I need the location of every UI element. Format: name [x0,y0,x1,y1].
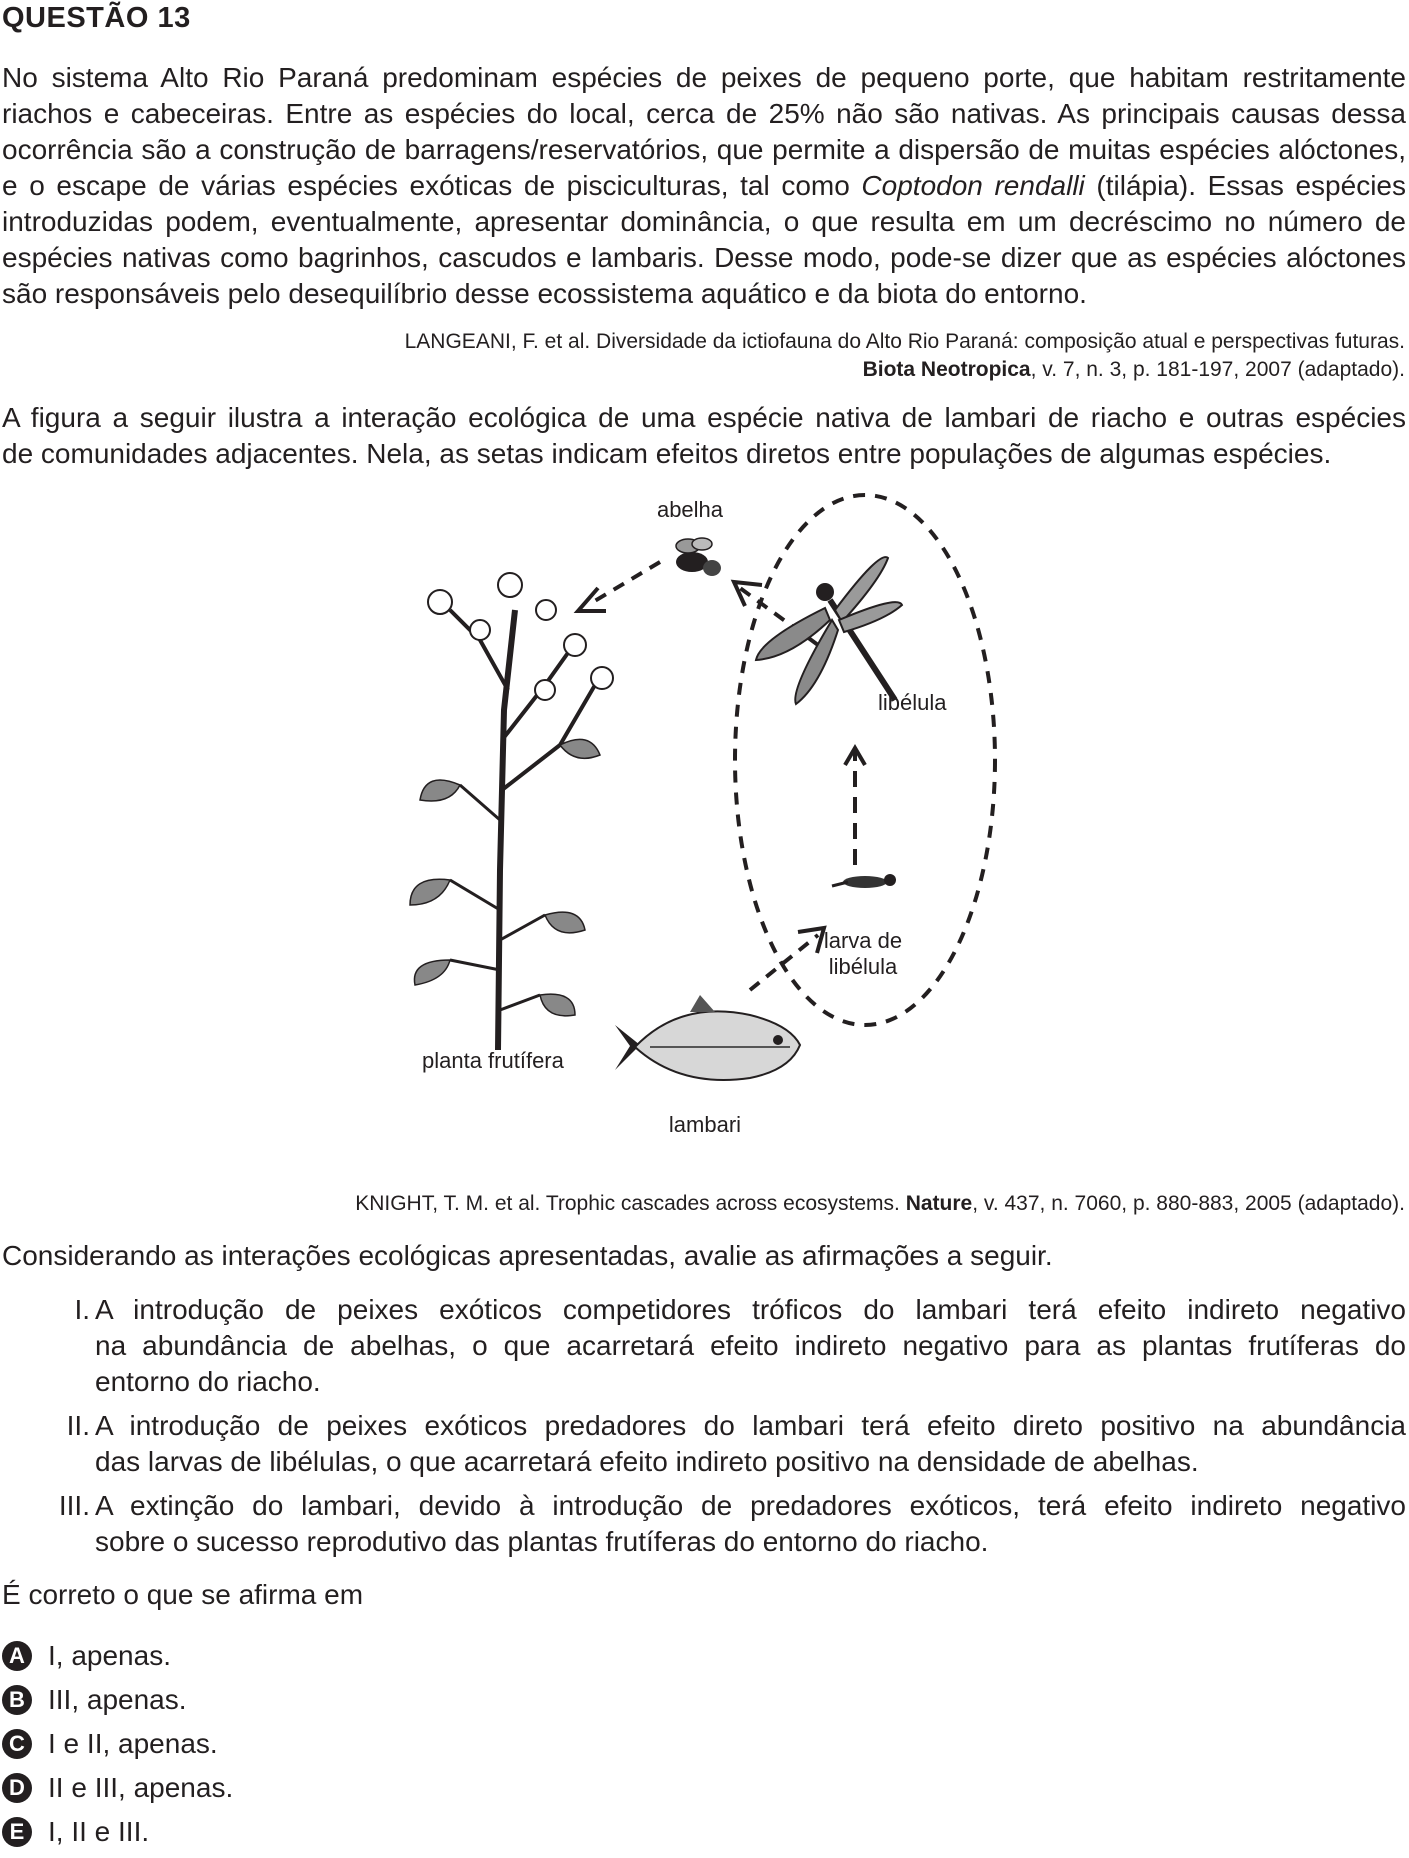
dragonfly-icon [754,556,904,706]
option-letter-badge: C [2,1729,32,1759]
bee-label: abelha [657,497,724,522]
statement-II: II. A introdução de peixes exóticos pred… [40,1408,1406,1482]
statement-text: A introdução de peixes exóticos predador… [95,1408,1406,1480]
arrow-bee-to-plant [573,560,662,613]
statement-line: na abundância de abelhas, o que acarreta… [95,1330,1406,1361]
dragonfly-lifecycle-ellipse [733,493,997,1027]
journal-name: Nature [905,1192,973,1215]
journal-name: Biota Neotropica [862,358,1031,381]
statement-number: II. [66,1410,90,1441]
plant-label: planta frutífera [422,1048,565,1073]
option-letter-badge: A [2,1641,32,1671]
reference-knight: KNIGHT, T. M. et al. Trophic cascades ac… [355,1190,1405,1218]
paragraph-line: são responsáveis pelo desequilíbrio dess… [2,278,1087,309]
option-text: I e II, apenas. [48,1728,218,1759]
statement-text: A introdução de peixes exóticos competid… [95,1292,1406,1400]
statement-line: das larvas de libélulas, o que acarretar… [95,1446,1199,1477]
option-letter-badge: E [2,1817,32,1847]
larva-label-line2: libélula [829,954,898,979]
option-D[interactable]: D II e III, apenas. [2,1770,233,1806]
reference-line: Biota Neotropica, v. 7, n. 3, p. 181-197… [405,356,1405,384]
statement-III: III. A extinção do lambari, devido à int… [40,1488,1406,1562]
reference-rest: , v. 7, n. 3, p. 181-197, 2007 (adaptado… [1030,358,1405,381]
paragraph-line: riachos e cabeceiras. Entre as espécies … [2,98,1406,129]
reference-line: LANGEANI, F. et al. Diversidade da ictio… [404,330,1405,353]
figure-intro-paragraph: A figura a seguir ilustra a interação ec… [2,400,1406,472]
paragraph-line: e o escape de várias espécies exóticas d… [2,168,1406,204]
reference-rest: , v. 437, n. 7060, p. 880-883, 2005 (ada… [972,1192,1405,1215]
arrow-larva-to-dragonfly [843,744,867,865]
option-E[interactable]: E I, II e III. [2,1814,149,1850]
statement-line: A introdução de peixes exóticos predador… [95,1410,1406,1441]
reference-langeani: LANGEANI, F. et al. Diversidade da ictio… [405,328,1405,384]
option-text: I, II e III. [48,1816,150,1847]
option-text: I, apenas. [48,1640,171,1671]
paragraph-line: espécies nativas como bagrinhos, cascudo… [2,242,1406,273]
food-web-figure: abelha libélula [320,490,1100,1170]
line-text: e o escape de várias espécies exóticas d… [2,170,862,201]
species-name: Coptodon rendalli [861,170,1085,201]
option-B[interactable]: B III, apenas. [2,1682,187,1718]
paragraph-line: No sistema Alto Rio Paraná predominam es… [2,62,1406,93]
statement-number: I. [74,1294,90,1325]
paragraph-line: introduzidas podem, eventualmente, apres… [2,206,1406,237]
statement-number: III. [58,1490,90,1521]
bee-icon [675,537,721,576]
statement-I: I. A introdução de peixes exóticos compe… [40,1292,1406,1402]
answer-prompt: É correto o que se afirma em [2,1579,364,1610]
paragraph-line: A figura a seguir ilustra a interação ec… [2,402,1406,433]
reference-prefix: KNIGHT, T. M. et al. Trophic cascades ac… [355,1192,906,1215]
option-text: II e III, apenas. [48,1772,234,1803]
option-C[interactable]: C I e II, apenas. [2,1726,218,1762]
paragraph-line: de comunidades adjacentes. Nela, as seta… [2,438,1332,469]
dragonfly-label: libélula [878,690,947,715]
option-text: III, apenas. [48,1684,187,1715]
statement-line: A introdução de peixes exóticos competid… [95,1294,1406,1325]
option-letter-badge: B [2,1685,32,1715]
statements-prompt: Considerando as interações ecológicas ap… [2,1240,1053,1271]
arrow-dragonfly-to-bee [730,579,820,647]
fish-label: lambari [669,1112,741,1137]
larva-label-line1: larva de [824,928,902,953]
statement-text: A extinção do lambari, devido à introduç… [95,1488,1406,1560]
lambari-fish-icon [615,995,802,1081]
statement-line: A extinção do lambari, devido à introduç… [95,1490,1406,1521]
paragraph-line: ocorrência são a construção de barragens… [2,134,1406,165]
statement-line: entorno do riacho. [95,1366,321,1397]
dragonfly-larva-icon [831,874,896,888]
question-title: QUESTÃO 13 [2,2,191,34]
intro-paragraph: No sistema Alto Rio Paraná predominam es… [2,60,1406,312]
arrow-fish-to-larva [748,925,827,992]
option-A[interactable]: A I, apenas. [2,1638,171,1674]
food-web-diagram: abelha libélula [409,493,997,1137]
fruit-plant-icon [409,572,614,1051]
statement-line: sobre o sucesso reprodutivo das plantas … [95,1526,989,1557]
line-text: (tilápia). Essas espécies [1084,170,1406,201]
option-letter-badge: D [2,1773,32,1803]
